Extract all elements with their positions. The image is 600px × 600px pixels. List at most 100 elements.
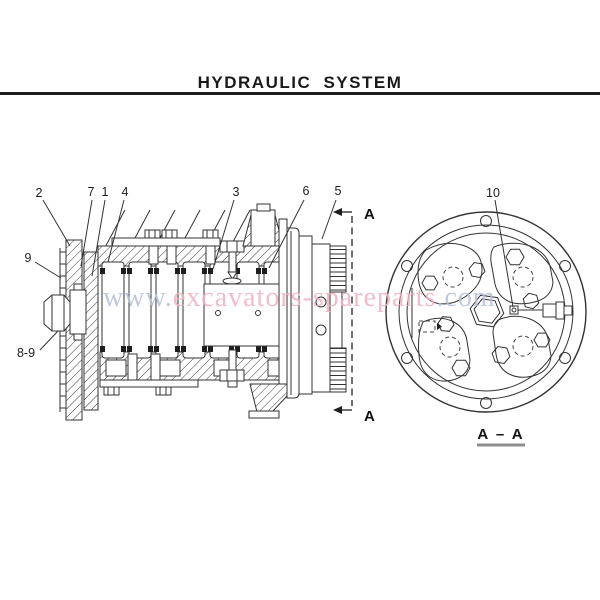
valve-tip (227, 271, 238, 280)
seal-bottom-right (256, 346, 261, 352)
lobe-ne (490, 242, 554, 305)
dashed-bore (439, 336, 461, 358)
arrow-bottom-icon (333, 406, 342, 414)
cross-section-view (43, 203, 347, 421)
seal-bottom-left (208, 346, 213, 352)
housing-boss (250, 209, 276, 247)
bottom-plate (99, 379, 199, 388)
seal-top-left (235, 268, 240, 274)
seal-bottom-left (262, 346, 267, 352)
hex-bolt (533, 332, 551, 348)
piston-slab (128, 261, 152, 359)
mount-leg (249, 383, 288, 413)
bolt-shank (150, 353, 161, 381)
bore-port-hole (255, 310, 261, 316)
center-shaft-hex (469, 294, 505, 328)
fitting-cap (563, 305, 573, 316)
flange-bolt-holes (401, 215, 571, 409)
leader-line-6 (268, 199, 305, 269)
hex-bolt-head (43, 294, 71, 332)
seal-bottom-right (202, 346, 207, 352)
watermark-text: www.excavators-spareparts.com (103, 282, 496, 313)
dashed-bore (512, 266, 534, 288)
callout-7: 7 (88, 185, 95, 199)
section-marker-bottom: A (364, 408, 375, 425)
valve-tip (227, 380, 238, 388)
cylinder-segment (100, 261, 126, 359)
hatch-wedge (242, 214, 252, 247)
hex-bolt (505, 248, 525, 266)
bolt-head (103, 386, 120, 396)
seal-top-right (175, 268, 180, 274)
hex-bolt (437, 316, 455, 332)
seal-top-left (127, 268, 132, 274)
leader-line-4 (107, 199, 125, 263)
bolt-hole (559, 352, 571, 364)
leader-line-10 (494, 199, 514, 308)
seal-top-left (181, 268, 186, 274)
fill-plug-hole (315, 324, 327, 336)
seal-bottom-right (121, 346, 126, 352)
bolt-shank (166, 245, 177, 265)
seal-top-right (121, 268, 126, 274)
valve-seat-pad (222, 277, 242, 285)
hex-bolt (491, 345, 511, 365)
bolt-head (161, 229, 178, 239)
page-header: HYDRAULIC SYSTEM (0, 75, 600, 88)
hex-bolt (421, 275, 439, 291)
section-marker-top: A (364, 206, 375, 223)
header-divider (0, 92, 600, 95)
seal-bottom-right (229, 346, 234, 352)
callout-2: 2 (36, 186, 43, 200)
seal-top-left (262, 268, 267, 274)
hex-bolt (468, 261, 486, 279)
valve-hex-head (219, 369, 245, 382)
leader-line-2 (42, 199, 71, 247)
seal-top-left (100, 268, 105, 274)
bolt-head (155, 386, 172, 396)
bolt-head (144, 229, 161, 239)
center-hex-outer (469, 294, 505, 328)
lobe-dashed-bores (439, 266, 534, 358)
top-bolt-shanks (148, 245, 216, 265)
lobe-hex-bolts (421, 248, 551, 377)
lobe-sw (418, 317, 471, 382)
dashed-bore (512, 335, 534, 357)
flange-inner-circle (398, 224, 574, 400)
leader-line-7 (80, 199, 93, 267)
callout-9: 9 (25, 251, 32, 265)
bolt-hole (559, 260, 571, 272)
section-view-a-a: A – A (385, 211, 587, 447)
seal-bottom-left (154, 346, 159, 352)
lobe-nw (417, 242, 483, 305)
shaft-step (73, 283, 83, 291)
callout-5: 5 (335, 184, 342, 198)
fitting-nut (555, 301, 565, 320)
shaft-step (73, 333, 83, 341)
relief-valve-bottom (219, 349, 245, 388)
callout-1: 1 (102, 185, 109, 199)
top-bolt-heads (144, 229, 219, 239)
leader-line-1 (91, 199, 106, 277)
callout-3: 3 (233, 185, 240, 199)
seal-top-right (202, 268, 207, 274)
callout-8-9: 8-9 (17, 346, 35, 360)
hex-bolt (522, 292, 540, 310)
dashed-bore (442, 266, 464, 288)
housing-boss-cap (256, 203, 271, 212)
hex-bolt (451, 359, 471, 377)
bolt-hole (401, 352, 413, 364)
dashed-keyway (418, 320, 436, 333)
seal-top-right (256, 268, 261, 274)
bolt-shank (127, 353, 138, 381)
bolt-head-body (144, 229, 161, 239)
valve-hex-head (219, 240, 245, 253)
callout-10: 10 (486, 186, 500, 200)
bolt-hole (401, 260, 413, 272)
seal-top-right (148, 268, 153, 274)
lobe-se (492, 315, 552, 378)
seal-bottom-left (100, 346, 105, 352)
seal-bottom-left (181, 346, 186, 352)
